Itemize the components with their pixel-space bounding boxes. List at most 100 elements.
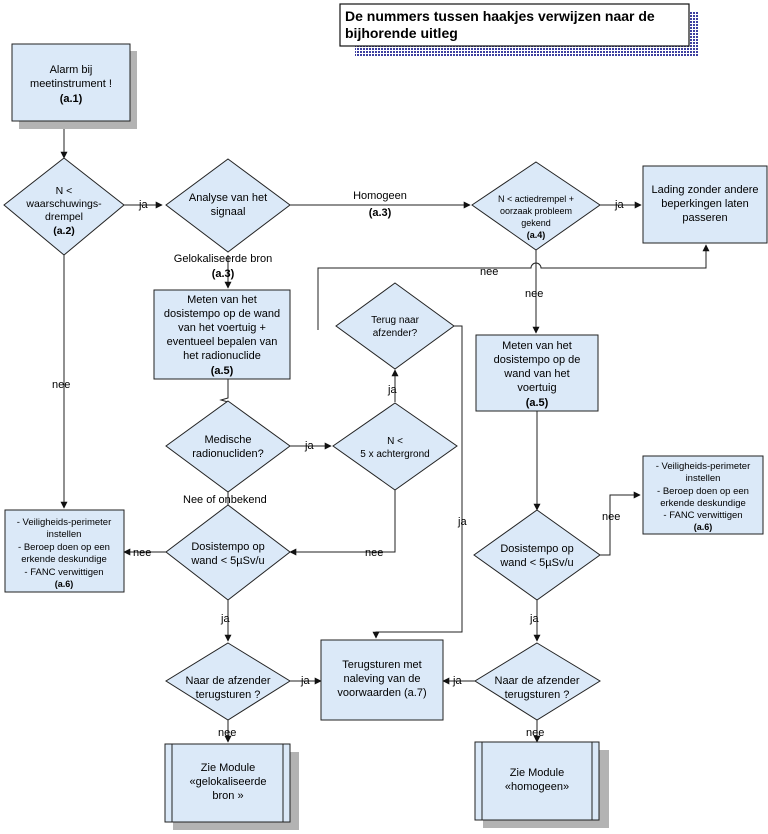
svg-text:Naar de afzender: Naar de afzender: [186, 675, 271, 687]
svg-text:(a.3): (a.3): [369, 207, 392, 219]
svg-text:wand < 5µSv/u: wand < 5µSv/u: [499, 557, 573, 569]
svg-text:ja: ja: [138, 199, 148, 211]
svg-text:Terug naar: Terug naar: [371, 315, 419, 326]
svg-text:5 x achtergrond: 5 x achtergrond: [360, 449, 430, 460]
svg-text:N < actiedrempel +: N < actiedrempel +: [498, 194, 574, 204]
box-return-conditions: Terugsturen met naleving van de voorwaar…: [320, 639, 444, 721]
svg-text:Zie Module: Zie Module: [510, 767, 564, 779]
box-safety-right: - Veiligheids-perimeter instellen - Bero…: [642, 455, 764, 535]
svg-text:(a.4): (a.4): [527, 230, 546, 240]
svg-text:nee: nee: [526, 727, 544, 739]
svg-text:ja: ja: [304, 440, 314, 452]
svg-text:N <: N <: [387, 436, 403, 447]
box-measure-homogeneous: Meten van het dosistempo op de wand van …: [475, 334, 599, 412]
svg-text:Dosistempo op: Dosistempo op: [191, 541, 264, 553]
decision-background: N < 5 x achtergrond: [332, 402, 458, 491]
svg-text:(a.5): (a.5): [211, 365, 234, 377]
module-localized-source: Zie Module «gelokaliseerde bron »: [164, 743, 299, 830]
svg-text:van het voertuig +: van het voertuig +: [178, 322, 266, 334]
note-line1: De nummers tussen haakjes verwijzen naar…: [345, 8, 655, 24]
svg-text:ja: ja: [300, 675, 310, 687]
svg-text:terugsturen ?: terugsturen ?: [196, 689, 261, 701]
svg-text:beperkingen laten: beperkingen laten: [661, 198, 748, 210]
svg-text:instellen: instellen: [47, 529, 82, 540]
svg-text:gekend: gekend: [521, 218, 551, 228]
decision-warning-threshold: N < waarschuwings- drempel (a.2): [3, 157, 125, 256]
note-line2: bijhorende uitleg: [345, 25, 458, 41]
svg-text:Nee of onbekend: Nee of onbekend: [183, 494, 267, 506]
start-box: Alarm bij meetinstrument ! (a.1): [11, 43, 137, 129]
svg-text:nee: nee: [525, 288, 543, 300]
svg-text:nee: nee: [52, 379, 70, 391]
svg-text:Meten van het: Meten van het: [187, 294, 257, 306]
svg-text:- Beroep doen op een: - Beroep doen op een: [657, 486, 749, 497]
svg-text:radionucliden?: radionucliden?: [192, 448, 264, 460]
decision-action-threshold: N < actiedrempel + oorzaak probleem geke…: [471, 161, 601, 251]
start-line2: meetinstrument !: [30, 78, 112, 90]
svg-text:eventueel bepalen van: eventueel bepalen van: [167, 336, 278, 348]
svg-text:afzender?: afzender?: [373, 328, 418, 339]
decision-sender-right: Naar de afzender terugsturen ?: [474, 642, 601, 721]
svg-text:ja: ja: [220, 613, 230, 625]
svg-text:nee: nee: [133, 547, 151, 559]
svg-text:ja: ja: [529, 613, 539, 625]
svg-text:naleving van de: naleving van de: [343, 673, 420, 685]
svg-text:drempel: drempel: [45, 211, 83, 223]
svg-text:dosistempo op de wand: dosistempo op de wand: [164, 308, 280, 320]
svg-text:ja: ja: [452, 675, 462, 687]
svg-text:Dosistempo op: Dosistempo op: [500, 543, 573, 555]
svg-text:Medische: Medische: [204, 434, 251, 446]
decision-dose-right: Dosistempo op wand < 5µSv/u: [473, 509, 601, 601]
svg-text:- FANC verwittigen: - FANC verwittigen: [663, 510, 742, 521]
svg-text:nee: nee: [218, 727, 236, 739]
svg-text:Meten van het: Meten van het: [502, 340, 572, 352]
svg-text:Gelokaliseerde bron: Gelokaliseerde bron: [174, 253, 272, 265]
module-homogeneous: Zie Module «homogeen»: [474, 741, 609, 828]
svg-text:ja: ja: [614, 199, 624, 211]
box-safety-left: - Veiligheids-perimeter instellen - Bero…: [4, 509, 125, 593]
decision-sender-left: Naar de afzender terugsturen ?: [165, 642, 291, 721]
svg-text:Homogeen: Homogeen: [353, 190, 407, 202]
svg-text:terugsturen ?: terugsturen ?: [505, 689, 570, 701]
svg-text:(a.3): (a.3): [212, 268, 235, 280]
svg-text:erkende deskundige: erkende deskundige: [21, 554, 107, 565]
svg-text:Naar de afzender: Naar de afzender: [495, 675, 580, 687]
svg-text:ja: ja: [457, 516, 467, 528]
svg-text:- Veiligheids-perimeter: - Veiligheids-perimeter: [656, 461, 751, 472]
svg-text:het radionuclide: het radionuclide: [183, 350, 261, 362]
svg-text:dosistempo op de: dosistempo op de: [494, 354, 581, 366]
svg-text:«gelokaliseerde: «gelokaliseerde: [189, 776, 266, 788]
svg-text:- Beroep doen op een: - Beroep doen op een: [18, 542, 110, 553]
svg-text:Lading zonder andere: Lading zonder andere: [651, 184, 758, 196]
note-box: De nummers tussen haakjes verwijzen naar…: [339, 3, 699, 57]
svg-text:Zie Module: Zie Module: [201, 762, 255, 774]
decision-signal-analysis: Analyse van het signaal: [165, 158, 291, 253]
decision-return-sender: Terug naar afzender?: [335, 282, 455, 370]
start-line1: Alarm bij: [50, 64, 93, 76]
svg-text:- Veiligheids-perimeter: - Veiligheids-perimeter: [17, 517, 112, 528]
svg-text:nee: nee: [602, 511, 620, 523]
svg-text:waarschuwings-: waarschuwings-: [25, 198, 102, 210]
edge-labels: ja Homogeen (a.3) ja Gelokaliseerde bron…: [52, 190, 624, 739]
decision-dose-left: Dosistempo op wand < 5µSv/u: [165, 504, 291, 601]
svg-text:- FANC verwittigen: - FANC verwittigen: [24, 567, 103, 578]
svg-text:(a.5): (a.5): [526, 397, 549, 409]
svg-text:voorwaarden (a.7): voorwaarden (a.7): [337, 687, 426, 699]
svg-text:wand van het: wand van het: [503, 368, 569, 380]
svg-text:erkende deskundige: erkende deskundige: [660, 498, 746, 509]
svg-text:wand < 5µSv/u: wand < 5µSv/u: [190, 555, 264, 567]
svg-text:oorzaak probleem: oorzaak probleem: [500, 206, 572, 216]
svg-text:(a.6): (a.6): [694, 522, 713, 532]
svg-text:bron »: bron »: [212, 790, 243, 802]
svg-text:Terugsturen met: Terugsturen met: [342, 659, 421, 671]
box-measure-localized: Meten van het dosistempo op de wand van …: [153, 289, 291, 380]
svg-text:nee: nee: [480, 266, 498, 278]
svg-text:(a.6): (a.6): [55, 579, 74, 589]
svg-text:voertuig: voertuig: [517, 382, 556, 394]
decision-medical-radionuclides: Medische radionucliden?: [165, 400, 291, 493]
svg-text:(a.2): (a.2): [53, 225, 75, 237]
svg-text:passeren: passeren: [682, 212, 727, 224]
start-ref: (a.1): [60, 93, 83, 105]
svg-text:instellen: instellen: [686, 473, 721, 484]
